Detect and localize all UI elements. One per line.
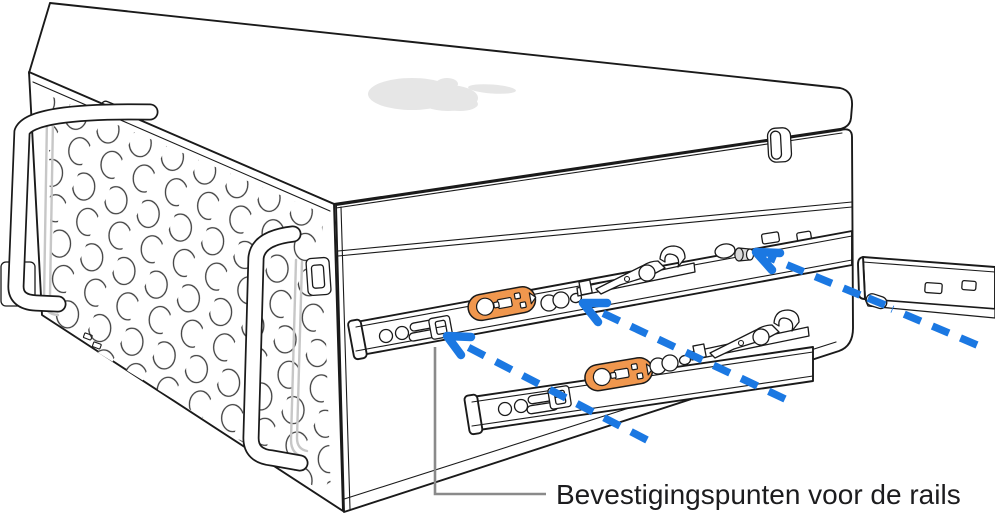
rail-slot	[924, 281, 943, 295]
rack-handle-left	[7, 103, 159, 313]
rail-hole	[513, 398, 529, 414]
arrow-to-upper-rail-middle	[578, 298, 787, 403]
rail-hole	[378, 328, 394, 344]
top-latch	[766, 127, 793, 163]
mounting-peg	[734, 247, 755, 262]
arrowhead-icon	[751, 247, 785, 275]
handle-recess-right-2	[295, 260, 309, 453]
arrow-to-upper-rail-left	[442, 331, 649, 444]
rack-handle-right	[242, 225, 309, 472]
callout-line	[433, 347, 546, 496]
rail-slot	[961, 280, 977, 291]
rail-detached	[857, 256, 995, 319]
rail-hole	[394, 325, 410, 341]
arrowhead-icon	[578, 298, 612, 327]
side-vent	[760, 231, 781, 245]
arrowhead-icon	[442, 331, 476, 360]
rail-hole	[497, 401, 513, 417]
rack-ear-tab-right	[305, 256, 332, 297]
caption-label: Bevestigingspunten voor de rails	[556, 479, 961, 510]
apple-logo-icon	[368, 78, 516, 111]
arrow-to-upper-rail-right	[751, 247, 979, 349]
